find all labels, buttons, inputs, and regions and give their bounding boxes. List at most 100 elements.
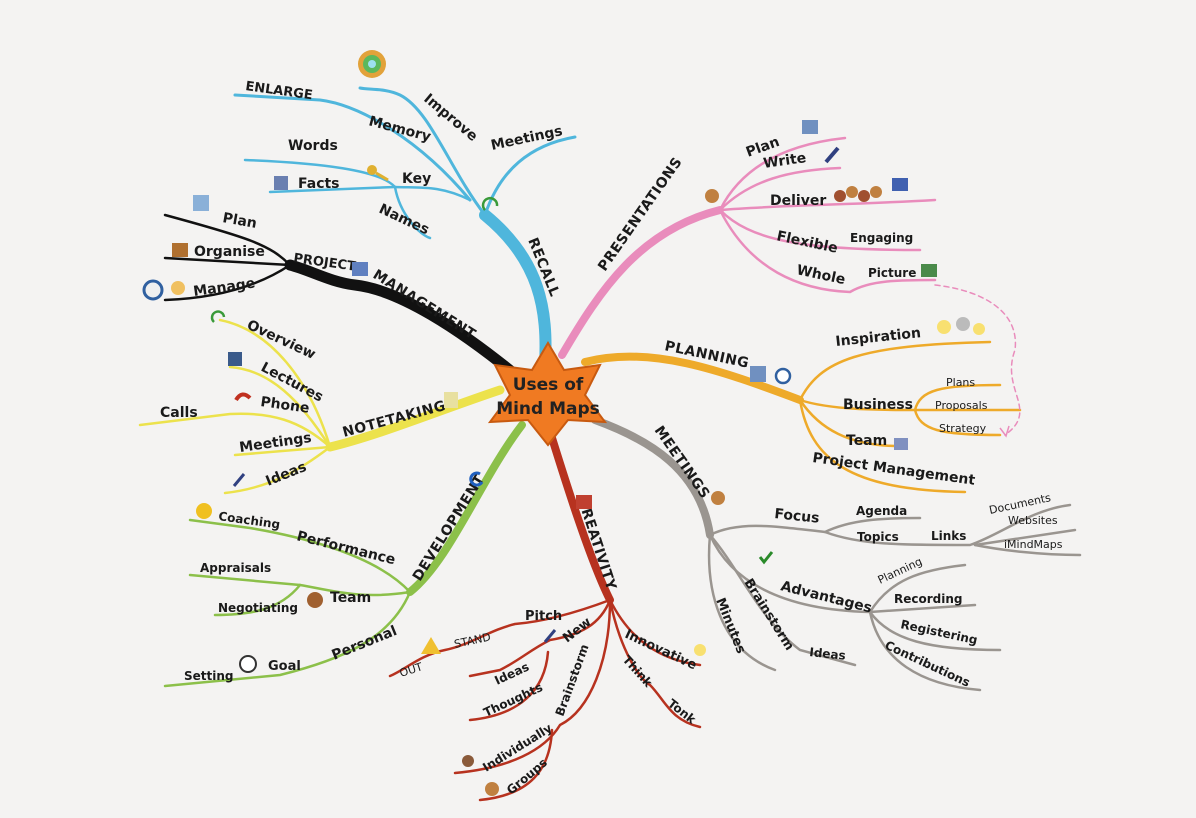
node-flexible: Flexible — [775, 228, 839, 257]
node-ideas: Ideas — [264, 459, 309, 490]
node-focus: Focus — [774, 506, 821, 527]
node-organise: Organise — [194, 244, 265, 260]
person-icon — [171, 281, 185, 295]
people-icon — [711, 491, 725, 505]
node-write: Write — [762, 150, 807, 172]
branch-notetaking — [138, 318, 505, 495]
branch-planning — [581, 340, 1022, 494]
books-icon — [172, 243, 188, 257]
branch-project-management — [163, 213, 518, 378]
network-icon — [352, 262, 368, 276]
refresh-icon — [481, 196, 499, 211]
node-new: New — [560, 615, 594, 646]
node-manage: Manage — [192, 275, 256, 300]
dashed-arrow — [934, 284, 1021, 436]
node-team: Team — [330, 590, 371, 606]
node-brainstorm: Brainstorm — [553, 642, 592, 718]
clock-icon — [142, 279, 164, 301]
branch-development — [163, 421, 526, 688]
central-node: Uses of Mind Maps — [487, 341, 608, 447]
team-chart-icon — [894, 438, 908, 450]
head-icon — [358, 50, 386, 78]
node-words: Words — [288, 138, 338, 154]
pencils-icon — [576, 495, 592, 509]
node-strategy: Strategy — [939, 422, 987, 435]
refresh-icon — [469, 471, 484, 487]
branch-meetings — [591, 416, 1082, 692]
node-setting: Setting — [184, 669, 234, 683]
group-icon — [485, 782, 499, 796]
node-advantages: Advantages — [779, 578, 873, 616]
building-icon — [274, 176, 288, 190]
node-appraisals: Appraisals — [200, 561, 271, 575]
planning-labels: PLANNING Inspiration Business Plans Prop… — [663, 317, 988, 489]
arrowhead — [999, 425, 1010, 438]
node-agenda: Agenda — [856, 504, 907, 518]
lightbulb-icon — [694, 644, 706, 656]
checkmark-icon — [758, 551, 774, 565]
meetings-labels: MEETINGS Focus Agenda Topics Links Docum… — [651, 423, 1063, 690]
node-topics: Topics — [857, 530, 899, 544]
node-picture: Picture — [868, 266, 916, 280]
node-engaging: Engaging — [850, 231, 913, 245]
chart-icon — [750, 366, 766, 382]
node-proposals: Proposals — [935, 399, 988, 412]
node-team: Team — [846, 433, 887, 449]
node-pitch: Pitch — [525, 609, 562, 624]
slides-icon — [802, 120, 818, 134]
football-icon — [239, 655, 257, 673]
node-plans: Plans — [946, 376, 975, 389]
central-title-line2: Mind Maps — [496, 399, 600, 419]
books-icon — [228, 352, 242, 366]
warning-icon — [421, 637, 441, 654]
node-plan: Plan — [221, 210, 258, 232]
pen-icon — [824, 146, 840, 164]
people-icon — [307, 592, 323, 608]
node-calls: Calls — [160, 405, 198, 421]
node-tonk: Tonk — [665, 696, 699, 727]
node-contributions: Contributions — [883, 638, 973, 690]
node-meetings: Meetings — [490, 123, 564, 154]
presenter-icon — [705, 189, 719, 203]
node-names: Names — [376, 201, 431, 238]
node-goal: Goal — [268, 659, 301, 674]
node-recording: Recording — [894, 592, 963, 606]
node-facts: Facts — [298, 176, 340, 192]
monitor-icon — [892, 178, 908, 191]
node-phone: Phone — [259, 394, 310, 417]
node-imindmaps: iMindMaps — [1004, 538, 1063, 551]
node-enlarge: ENLARGE — [244, 79, 313, 103]
key-icon — [367, 165, 389, 182]
notepad-icon — [444, 392, 458, 408]
node-performance: Performance — [295, 528, 397, 568]
smiley-icon — [196, 503, 212, 519]
magic-wand-icon — [232, 473, 246, 487]
refresh-icon — [210, 310, 226, 323]
phone-icon — [234, 392, 252, 402]
magic-wand-icon — [543, 629, 557, 643]
node-links: Links — [931, 529, 966, 543]
central-title-line1: Uses of — [513, 375, 584, 395]
branch-label-development: DEVELOPMENT — [410, 472, 488, 584]
branch-label-meetings: MEETINGS — [651, 423, 713, 502]
node-thoughts: Thoughts — [481, 680, 544, 720]
branch-creativity — [388, 421, 702, 802]
node-negotiating: Negotiating — [218, 601, 298, 615]
node-ideas: Ideas — [809, 645, 847, 663]
grid-icon — [193, 195, 209, 211]
person-icon — [462, 755, 474, 767]
node-project-management: Project Management — [811, 450, 976, 489]
audience-icon — [834, 186, 882, 202]
node-minutes: Minutes — [712, 596, 748, 656]
branch-label-management: MANAGEMENT — [370, 267, 479, 343]
clock-icon — [774, 367, 792, 385]
node-deliver: Deliver — [770, 193, 826, 209]
node-stand: STAND — [453, 631, 492, 651]
node-registering: Registering — [899, 617, 978, 647]
node-business: Business — [843, 397, 913, 413]
picture-icon — [921, 264, 937, 277]
node-websites: Websites — [1008, 514, 1058, 527]
node-personal: Personal — [330, 623, 400, 664]
node-key: Key — [402, 171, 431, 187]
